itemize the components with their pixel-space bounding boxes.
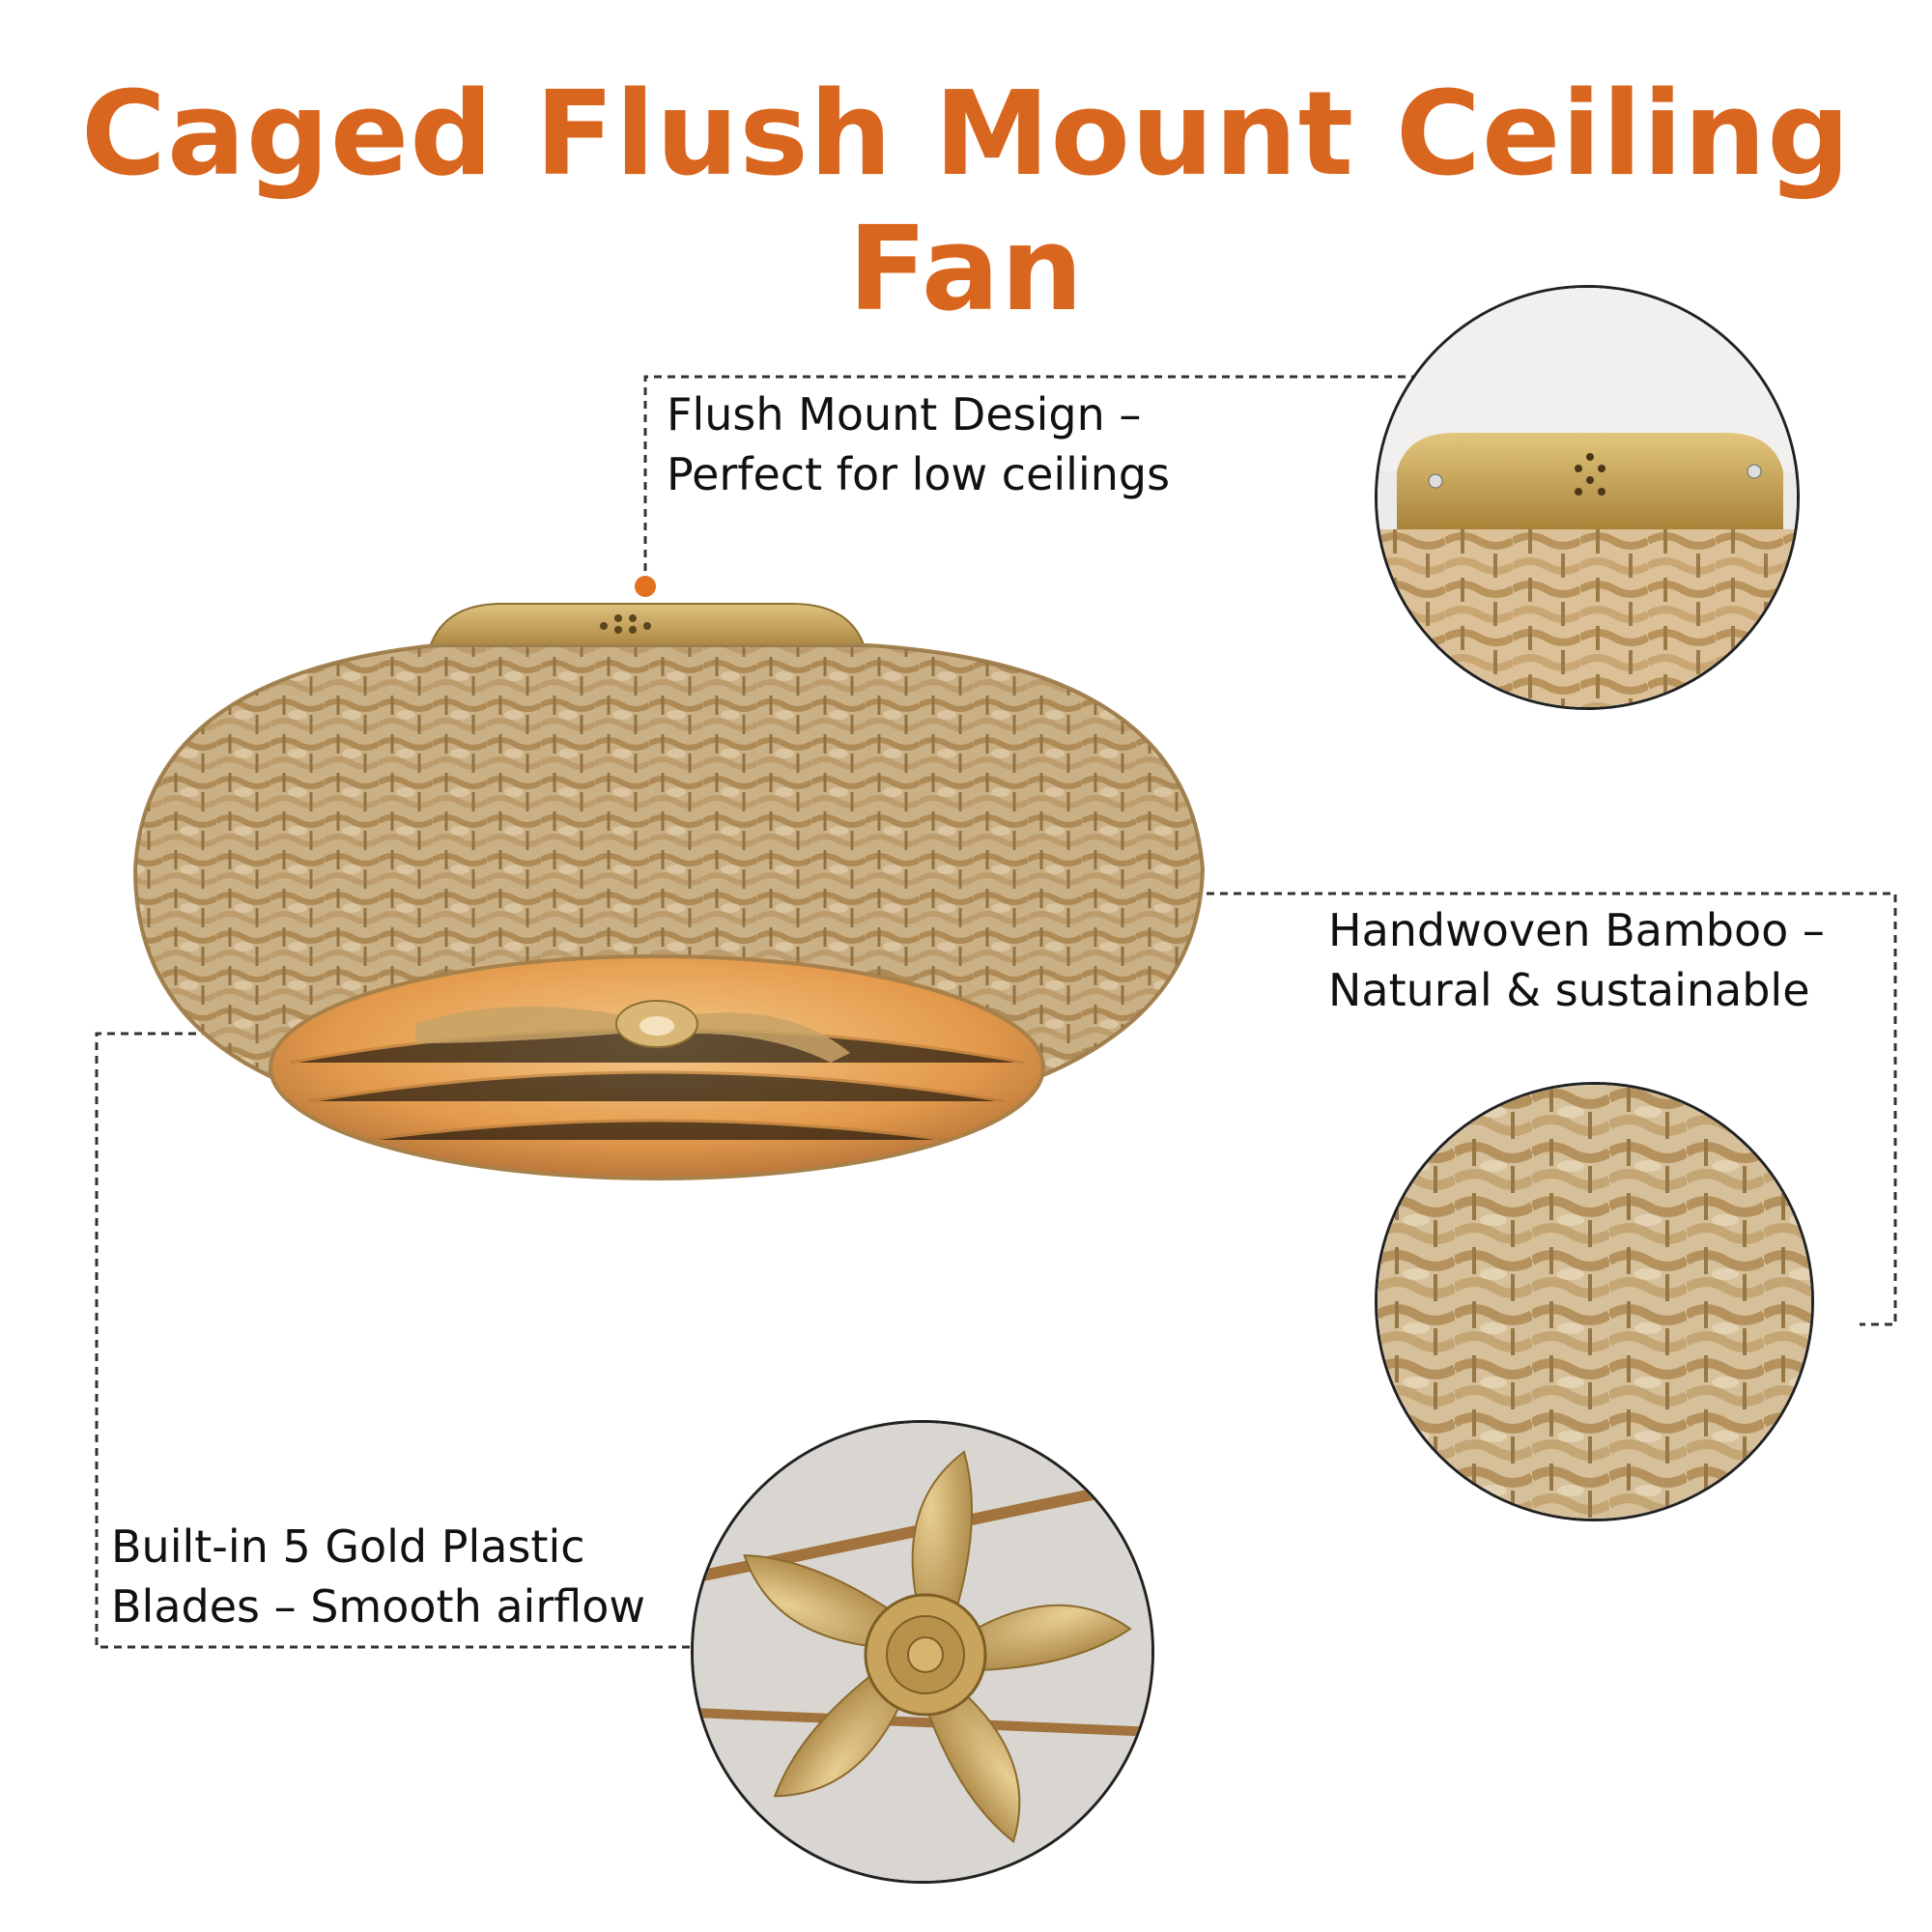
flush-mount-callout: Flush Mount Design – Perfect for low cei…: [667, 384, 1170, 504]
fan-blades-closeup-image: [691, 1420, 1154, 1884]
blades-callout-line2: Blades – Smooth airflow: [111, 1580, 645, 1633]
canopy-closeup-image: [1375, 285, 1800, 710]
bamboo-connector-line: [1152, 892, 1897, 1326]
flush-mount-marker-dot: [635, 576, 656, 597]
bamboo-weave-closeup-image: [1375, 1082, 1814, 1521]
bamboo-callout: Handwoven Bamboo – Natural & sustainable: [1328, 900, 1825, 1020]
bamboo-callout-line2: Natural & sustainable: [1328, 964, 1810, 1016]
blades-callout: Built-in 5 Gold Plastic Blades – Smooth …: [111, 1517, 645, 1636]
blades-callout-line1: Built-in 5 Gold Plastic: [111, 1520, 585, 1573]
flush-mount-callout-line2: Perfect for low ceilings: [667, 448, 1171, 500]
page-title: Caged Flush Mount Ceiling Fan: [80, 68, 1852, 337]
flush-mount-connector-line: [643, 375, 1428, 584]
bamboo-callout-line1: Handwoven Bamboo –: [1328, 904, 1825, 956]
flush-mount-callout-line1: Flush Mount Design –: [667, 388, 1142, 440]
